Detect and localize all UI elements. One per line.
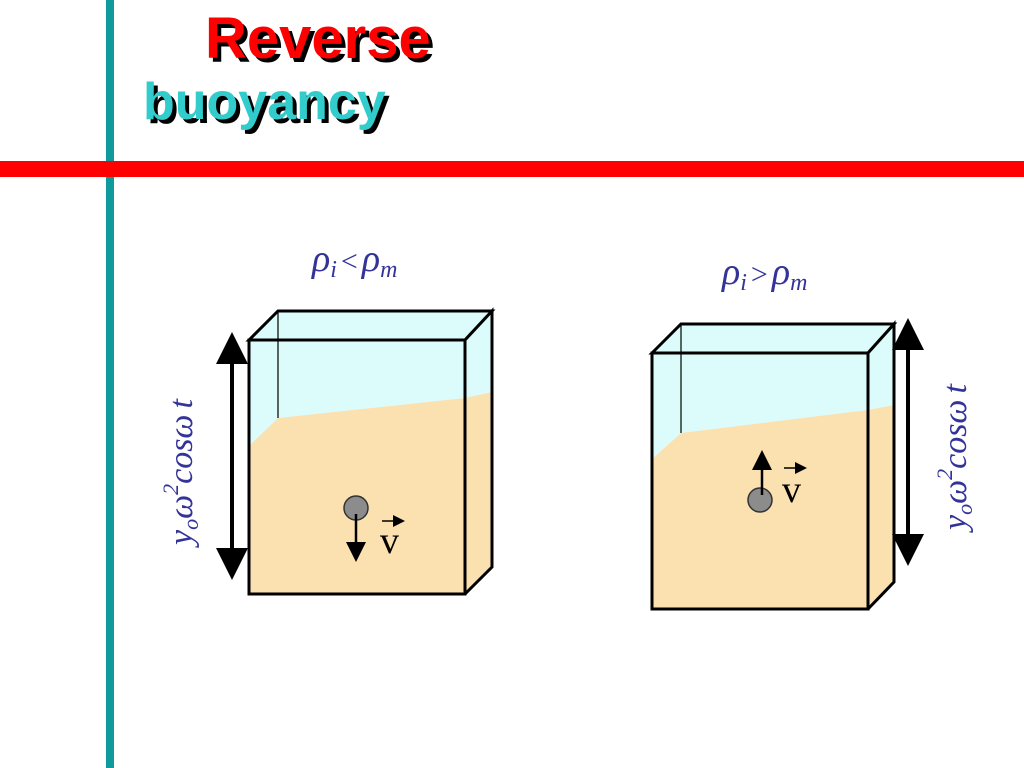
vertical-accent-bar [106,0,114,768]
container-right-front-air [652,353,868,459]
particle-right [747,487,773,513]
amplitude-formula-right: yoω2cosωt [932,383,977,533]
container-right-front-outline [650,351,870,611]
condition-left-rho-2: ρ [361,238,380,280]
container-right-top-face [648,322,898,355]
container-right: v [648,318,924,611]
title-line-2: buoyancy [143,73,386,131]
condition-left-sub-m: m [380,257,397,283]
velocity-label-left: v [380,520,399,562]
container-left: v [216,307,496,596]
condition-right-sub-m: m [790,270,807,296]
container-right-side-air [868,324,894,410]
container-right-side-sand [868,405,894,609]
velocity-label-right: v [782,469,801,511]
condition-right-rho: ρ [721,251,740,293]
container-left-top-face [245,309,496,342]
condition-left-op: < [341,245,358,278]
condition-label-right: ρi>ρm [721,251,807,296]
container-left-front-air [249,340,465,446]
condition-left-sub-i: i [330,257,337,283]
horizontal-accent-bar [0,161,1024,177]
condition-label-left: ρi<ρm [311,238,397,283]
condition-right-op: > [751,258,768,291]
title-line-1: Reverse [205,6,431,71]
container-left-side-outline [463,307,494,596]
condition-right-sub-i: i [740,270,747,296]
condition-right-rho-2: ρ [771,251,790,293]
condition-left-rho: ρ [311,238,330,280]
amplitude-formula-left: yoω2cosωt [158,398,203,548]
container-left-front-outline [247,338,467,596]
container-left-side-sand [465,392,492,594]
